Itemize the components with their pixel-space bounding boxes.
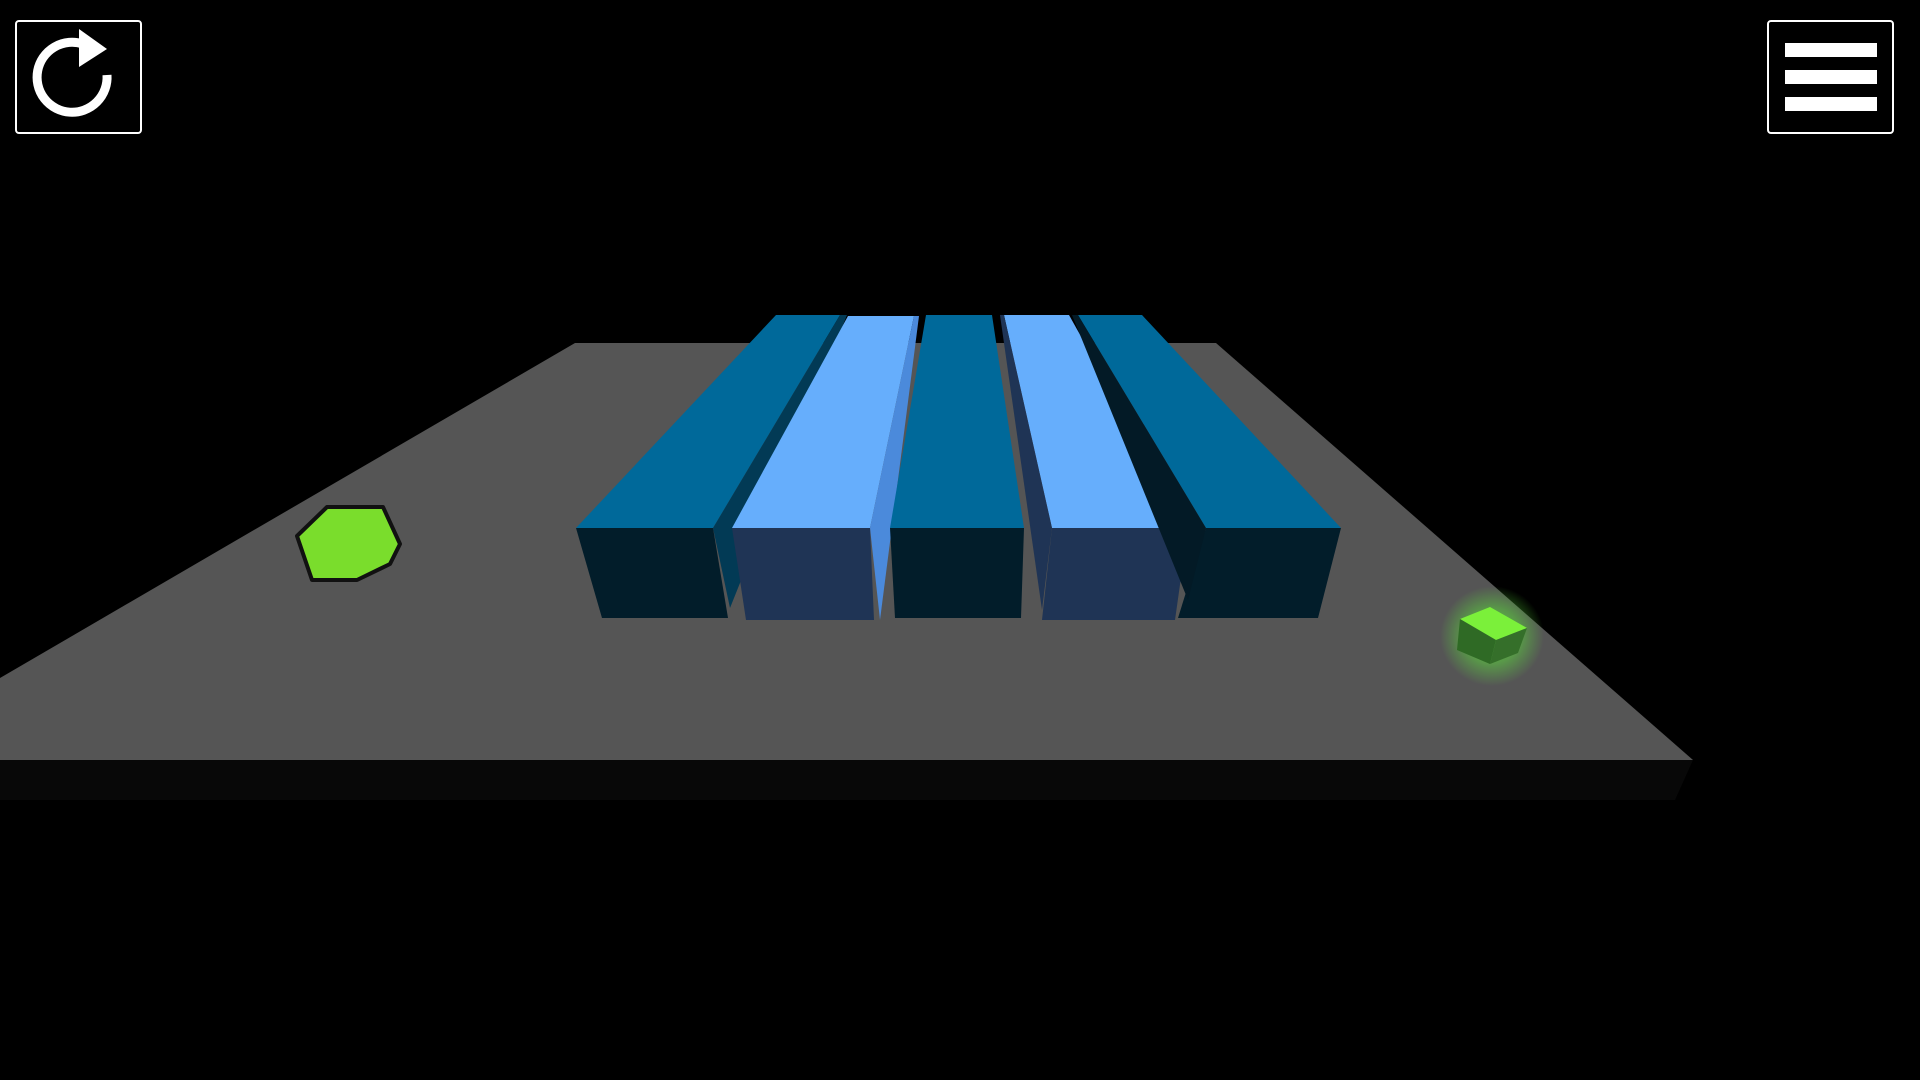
block-3 [890,315,1024,618]
restart-button[interactable] [15,20,142,134]
player-cube[interactable] [1440,586,1544,686]
goal-hexagon-tile[interactable] [295,505,402,582]
floor-edge [0,760,1693,800]
hamburger-menu-icon [1784,43,1877,111]
block-2 [732,316,919,620]
block-5 [1072,315,1341,618]
menu-button[interactable] [1767,20,1894,134]
restart-icon [32,29,112,117]
